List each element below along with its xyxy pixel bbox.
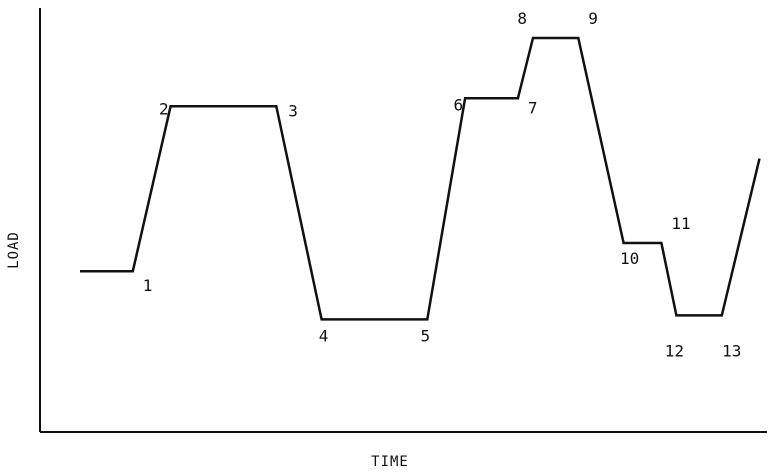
- point-label-9: 9: [588, 9, 598, 28]
- point-label-2: 2: [159, 99, 169, 118]
- point-label-6: 6: [453, 95, 463, 114]
- point-label-5: 5: [420, 326, 430, 345]
- point-label-4: 4: [319, 326, 329, 345]
- point-label-1: 1: [143, 276, 153, 295]
- y-axis-title: LOAD: [6, 231, 22, 269]
- point-label-3: 3: [288, 101, 298, 120]
- point-label-10: 10: [620, 249, 639, 268]
- point-label-12: 12: [665, 341, 684, 360]
- point-label-13: 13: [722, 341, 741, 360]
- x-axis-title: TIME: [371, 454, 409, 470]
- point-label-7: 7: [528, 98, 538, 117]
- point-label-8: 8: [517, 9, 527, 28]
- point-label-11: 11: [671, 214, 690, 233]
- load-curve: [80, 36, 761, 321]
